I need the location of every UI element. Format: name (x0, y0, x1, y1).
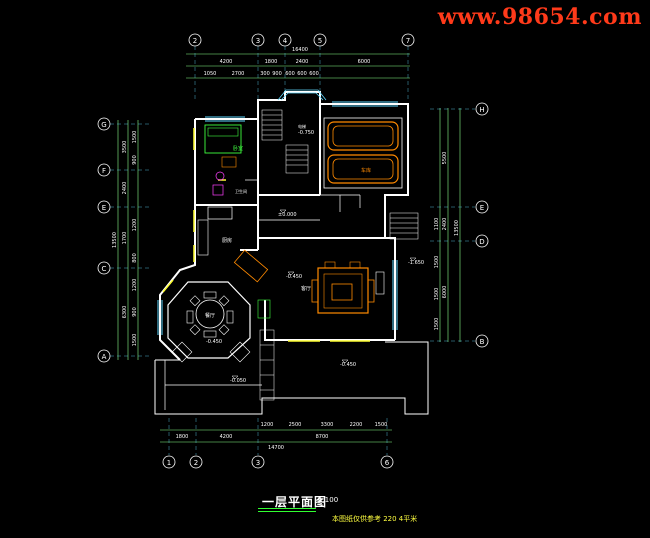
dim-right-in-3: 1500 (434, 288, 440, 301)
dim-top-r2-4: 900 (272, 71, 282, 77)
axis-label-right-D: D (479, 238, 484, 246)
watermark: www.98654.com (437, 4, 642, 30)
dim-right-total: 13500 (454, 220, 460, 236)
dim-top-r2-2: 2700 (232, 71, 245, 77)
dim-left-in-5: 1200 (132, 279, 138, 292)
dim-top-r2-6: 600 (297, 71, 307, 77)
dim-left-in-2: 900 (132, 155, 138, 165)
axis-label-top-5: 5 (318, 37, 322, 45)
dim-bottom-r1-1: 1200 (261, 422, 274, 428)
level-mark-3: -0.450 (340, 362, 356, 368)
axis-label-right-E: E (480, 204, 484, 212)
axis-label-bottom-3: 3 (256, 459, 260, 467)
living-room: 客厅 (257, 261, 385, 319)
dim-top-r2-3: 300 (260, 71, 270, 77)
axis-label-left-F: F (102, 167, 106, 175)
dining-label: 餐厅 (205, 312, 215, 319)
dim-top-1: 4200 (220, 59, 233, 65)
dim-top-3: 2400 (296, 59, 309, 65)
dining-area: 餐厅 (167, 281, 251, 363)
dim-bottom-r2-3: 8700 (316, 434, 329, 440)
axis-label-left-E: E (102, 204, 106, 212)
windows (157, 101, 398, 335)
left-axis-bubbles (97, 117, 111, 363)
terrace-outline (154, 341, 429, 415)
stairs (259, 109, 419, 401)
level-mark-6: -1.650 (408, 260, 424, 266)
dim-left-mid-2: 2400 (122, 182, 128, 195)
axis-label-left-C: C (102, 265, 107, 273)
drawing-title: 一层平面图 (262, 495, 328, 509)
toilet-label: 卫生间 (235, 188, 247, 194)
living-label: 客厅 (301, 285, 311, 292)
dim-right-mid-2: 2400 (442, 218, 448, 231)
bay-window (277, 89, 327, 101)
title-underline-double (258, 511, 316, 512)
level-mark-4: -0.450 (206, 339, 222, 345)
garage-label: 车库 (361, 167, 371, 174)
dim-left-mid-1: 3500 (122, 141, 128, 154)
level-mark-5: -0.050 (230, 378, 246, 384)
axis-label-left-G: G (101, 121, 106, 129)
dim-top-r2-7: 600 (309, 71, 319, 77)
right-axis-bubbles (475, 102, 489, 348)
axis-label-left-A: A (102, 353, 107, 361)
dim-right-mid-1: 5500 (442, 152, 448, 165)
dim-right-in-1: 1100 (434, 218, 440, 231)
dim-top-r2-5: 600 (285, 71, 295, 77)
axis-label-bottom-6: 6 (385, 459, 390, 467)
level-triangles (231, 209, 417, 380)
dim-top-total: 16400 (292, 47, 308, 53)
level-mark-2: -0.450 (286, 274, 302, 280)
level-mark-7: -0.750 (298, 130, 314, 136)
dim-right-mid-3: 6000 (442, 286, 448, 299)
drawing-scale: 1:100 (318, 496, 339, 504)
dim-top-4: 6000 (358, 59, 371, 65)
axis-label-top-2: 2 (193, 37, 197, 45)
dim-top-r2-1: 1050 (204, 71, 217, 77)
yellow-window-marks (162, 128, 370, 342)
service-area: 卫生间 电梯 (207, 123, 306, 220)
dim-left-mid-4: 6300 (122, 306, 128, 319)
dim-bottom-r1-5: 1500 (375, 422, 388, 428)
axis-label-bottom-2: 2 (194, 459, 198, 467)
axis-label-right-B: B (480, 338, 485, 346)
bottom-axis-bubbles (162, 455, 394, 469)
dim-left-in-3: 1200 (132, 219, 138, 232)
dim-left-total: 13500 (112, 232, 118, 248)
lift-label: 电梯 (298, 123, 306, 129)
dim-left-in-6: 900 (132, 307, 138, 317)
bedroom: 卧室 (204, 124, 243, 168)
drawing-caption: 本图纸仅供参考 220 4平米 (332, 515, 418, 523)
interior-partitions (164, 179, 361, 410)
dim-bottom-r2-2: 4200 (220, 434, 233, 440)
dimension-lines (117, 53, 461, 443)
top-axis-bubbles (188, 33, 415, 47)
dim-bottom-total: 14700 (268, 445, 284, 451)
axis-label-bottom-1: 1 (167, 459, 171, 467)
dim-left-in-4: 800 (132, 253, 138, 263)
garage: 车库 (323, 117, 403, 189)
axis-label-right-H: H (479, 106, 484, 114)
main-walls (159, 91, 409, 361)
axis-label-top-7: 7 (406, 37, 410, 45)
dim-left-in-7: 1500 (132, 334, 138, 347)
kitchen: 厨房 (197, 219, 269, 283)
dim-right-in-2: 1500 (434, 256, 440, 269)
bedroom-label: 卧室 (233, 145, 243, 152)
dim-bottom-r1-2: 2500 (289, 422, 302, 428)
axis-label-top-3: 3 (256, 37, 260, 45)
dim-left-mid-3: 1700 (122, 232, 128, 245)
dim-bottom-r1-4: 2200 (350, 422, 363, 428)
dim-right-in-4: 1500 (434, 318, 440, 331)
dim-top-2: 1800 (265, 59, 278, 65)
level-mark-1: ±0.000 (278, 212, 297, 218)
title-underline (258, 508, 316, 509)
axis-label-top-4: 4 (283, 37, 288, 45)
dim-left-in-1: 1500 (132, 131, 138, 144)
kitchen-label: 厨房 (222, 237, 232, 244)
dim-bottom-r1-3: 3300 (321, 422, 334, 428)
dim-bottom-r2-1: 1800 (176, 434, 189, 440)
